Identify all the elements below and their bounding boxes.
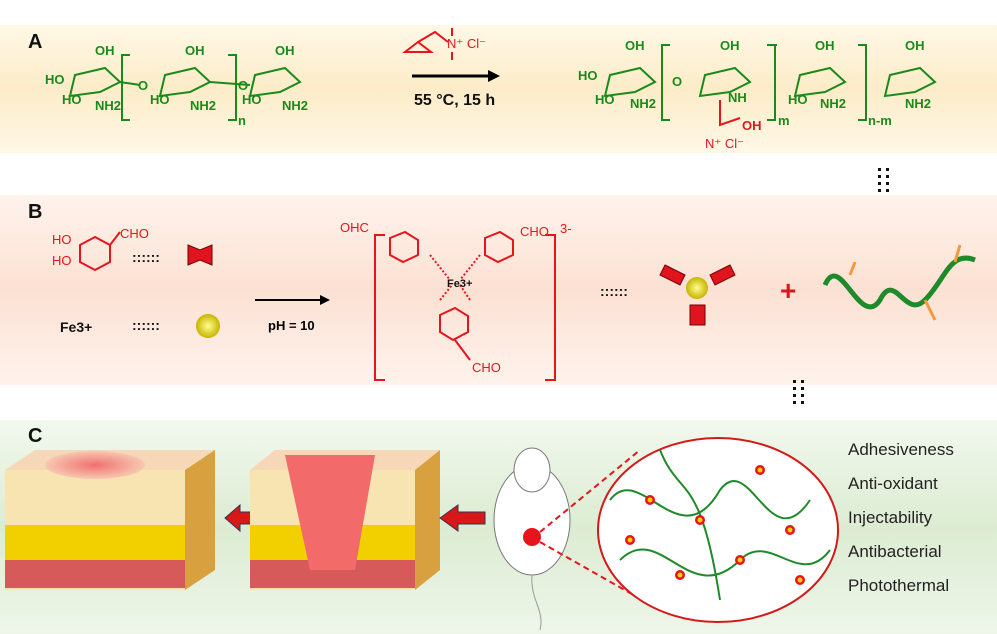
svg-text:OH: OH bbox=[185, 43, 205, 58]
svg-text:N⁺ Cl⁻: N⁺ Cl⁻ bbox=[447, 36, 486, 51]
dotted-equals: :::::: bbox=[132, 317, 160, 333]
chitosan-labels: OH HO HO NH2 O OH HO NH2 n O OH HO NH2 bbox=[45, 43, 308, 128]
svg-text:OHC: OHC bbox=[340, 220, 369, 235]
property-item: Photothermal bbox=[848, 576, 949, 595]
svg-text:N⁺ Cl⁻: N⁺ Cl⁻ bbox=[705, 136, 744, 151]
arrowhead-icon bbox=[320, 295, 330, 305]
arrowhead-icon bbox=[488, 70, 500, 82]
svg-text:NH: NH bbox=[728, 90, 747, 105]
dotted-equals: :::::: bbox=[600, 283, 628, 299]
svg-text:Fe3+: Fe3+ bbox=[447, 278, 472, 290]
reaction-conditions-a: 55 °C, 15 h bbox=[414, 92, 495, 109]
svg-text:NH2: NH2 bbox=[630, 96, 656, 111]
fe-catechol-complex: OHC CHO CHO Fe3+ 3- bbox=[340, 220, 572, 381]
svg-text:3-: 3- bbox=[560, 221, 572, 236]
property-item: Injectability bbox=[848, 508, 933, 527]
property-item: Anti-oxidant bbox=[848, 474, 938, 493]
svg-text:HO: HO bbox=[150, 92, 170, 107]
fe-catechol-complex-icon bbox=[659, 264, 736, 326]
svg-text:HO: HO bbox=[595, 92, 615, 107]
svg-text:OH: OH bbox=[742, 118, 762, 133]
ph-condition: pH = 10 bbox=[268, 318, 315, 333]
chitosan-structure bbox=[68, 54, 302, 121]
svg-text:CHO: CHO bbox=[472, 360, 501, 375]
hydrogel-network-zoom bbox=[597, 437, 839, 623]
svg-text:OH: OH bbox=[275, 43, 295, 58]
svg-text:NH2: NH2 bbox=[820, 96, 846, 111]
property-item: Adhesiveness bbox=[848, 440, 954, 459]
panel-label-c: C bbox=[28, 425, 42, 447]
chitosan-chain-icon bbox=[822, 244, 976, 321]
svg-text:NH2: NH2 bbox=[190, 98, 216, 113]
interaction-dots-a bbox=[878, 168, 889, 192]
svg-text:HO: HO bbox=[578, 68, 598, 83]
svg-text:HO: HO bbox=[52, 253, 72, 268]
plus-icon: + bbox=[780, 275, 796, 306]
svg-text:OH: OH bbox=[815, 38, 835, 53]
svg-text:OH: OH bbox=[720, 38, 740, 53]
property-list: Adhesiveness Anti-oxidant Injectability … bbox=[848, 440, 954, 595]
panel-label-b: B bbox=[28, 201, 42, 223]
catechol-block-icon bbox=[187, 244, 213, 266]
interaction-dots-b bbox=[793, 380, 804, 404]
svg-text:O: O bbox=[238, 78, 248, 93]
panel-a-bg bbox=[0, 25, 997, 153]
svg-text:HO: HO bbox=[242, 92, 262, 107]
svg-text:n: n bbox=[238, 113, 246, 128]
panel-b-bg bbox=[0, 195, 997, 385]
svg-text:CHO: CHO bbox=[120, 226, 149, 241]
svg-text:O: O bbox=[672, 74, 682, 89]
product-structure bbox=[603, 44, 937, 121]
fe-sphere-icon bbox=[196, 314, 220, 338]
arrow-left-icon bbox=[439, 504, 486, 532]
svg-text:HO: HO bbox=[45, 72, 65, 87]
hydrogel-wound-illustration bbox=[250, 450, 440, 590]
panel-label-a: A bbox=[28, 31, 42, 53]
quaternary-chain bbox=[719, 100, 741, 127]
fe-ion-label: Fe3+ bbox=[60, 319, 92, 335]
svg-text:OH: OH bbox=[625, 38, 645, 53]
dotted-equals: :::::: bbox=[132, 249, 160, 265]
svg-text:O: O bbox=[138, 78, 148, 93]
svg-text:m: m bbox=[778, 113, 790, 128]
product-labels: OH HO HO NH2 O OH NH m OH HO NH2 n-m OH … bbox=[578, 38, 931, 151]
svg-text:NH2: NH2 bbox=[905, 96, 931, 111]
svg-text:OH: OH bbox=[95, 43, 115, 58]
healed-skin-illustration bbox=[5, 450, 215, 590]
property-item: Antibacterial bbox=[848, 542, 942, 561]
svg-text:HO: HO bbox=[62, 92, 82, 107]
svg-text:HO: HO bbox=[788, 92, 808, 107]
svg-text:n-m: n-m bbox=[868, 113, 892, 128]
svg-text:OH: OH bbox=[905, 38, 925, 53]
dihydroxybenzaldehyde: CHO HO HO bbox=[52, 226, 149, 272]
svg-text:HO: HO bbox=[52, 232, 72, 247]
svg-text:NH2: NH2 bbox=[95, 98, 121, 113]
svg-text:CHO: CHO bbox=[520, 224, 549, 239]
svg-text:NH2: NH2 bbox=[282, 98, 308, 113]
reagent-gtmac: N⁺ Cl⁻ bbox=[402, 28, 486, 60]
